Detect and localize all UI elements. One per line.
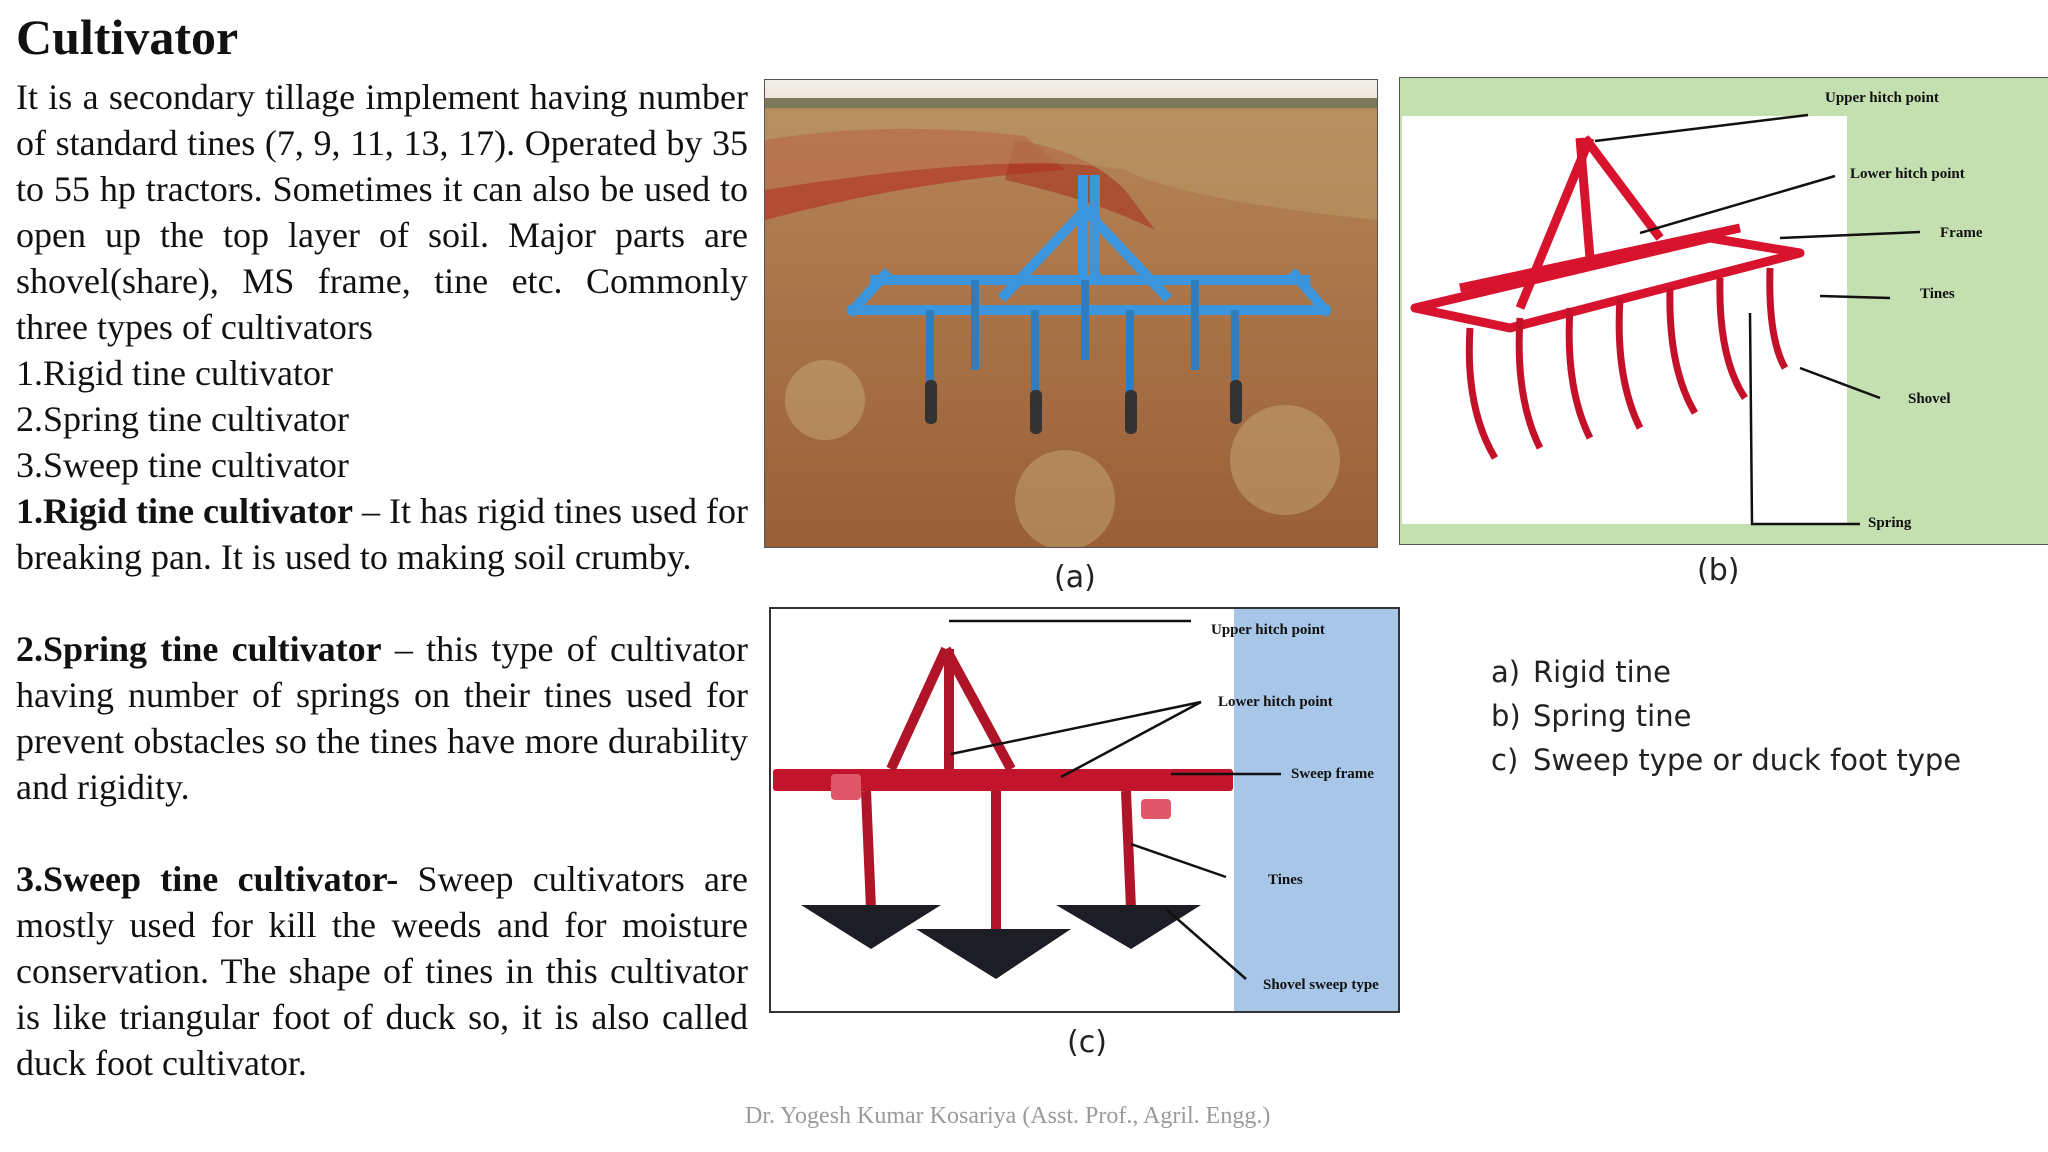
type-item-rigid: 1.Rigid tine cultivator (16, 353, 333, 393)
text-column: It is a secondary tillage implement havi… (16, 74, 748, 1086)
label-c-upper-hitch: Upper hitch point (1211, 622, 1325, 638)
label-b-shovel: Shovel (1908, 391, 1951, 407)
legend-item-c: c)Sweep type or duck foot type (1491, 743, 1962, 777)
label-c-tines: Tines (1268, 872, 1303, 888)
figure-b-caption: (b) (1697, 553, 1740, 588)
section-rigid-body: – It has rigid tines used for breaking p… (16, 491, 748, 577)
figure-legend: a)Rigid tine b)Spring tine c)Sweep type … (1491, 650, 1961, 782)
legend-item-b: b)Spring tine (1491, 699, 1692, 733)
section-rigid: 1.Rigid tine cultivator – It has rigid t… (16, 488, 748, 580)
label-b-lower-hitch: Lower hitch point (1850, 166, 1965, 182)
rigid-tine-cultivator-photo (764, 79, 1378, 548)
figure-a-caption: (a) (1054, 560, 1096, 595)
label-c-lower-hitch: Lower hitch point (1218, 694, 1333, 710)
label-c-sweep-frame: Sweep frame (1291, 766, 1374, 782)
label-b-spring: Spring (1868, 515, 1912, 531)
sweep-cultivator-diagram: Upper hitch point Lower hitch point Swee… (769, 607, 1400, 1013)
section-spring-body: – this type of cultivator having number … (16, 629, 749, 807)
label-c-shovel: Shovel sweep type (1263, 977, 1379, 993)
section-sweep: 3.Sweep tine cultivator- Sweep cultivato… (16, 856, 748, 1086)
spring-tine-cultivator-diagram: Upper hitch point Lower hitch point Fram… (1399, 77, 2048, 545)
type-item-spring: 2.Spring tine cultivator (16, 399, 349, 439)
section-spring-heading: 2.Spring tine cultivator (16, 629, 382, 669)
figure-c-caption: (c) (1067, 1025, 1107, 1060)
slide-footer: Dr. Yogesh Kumar Kosariya (Asst. Prof., … (745, 1103, 1271, 1129)
section-sweep-heading: 3.Sweep tine cultivator- (16, 859, 399, 899)
legend-item-a: a)Rigid tine (1491, 655, 1671, 689)
intro-paragraph: It is a secondary tillage implement havi… (16, 77, 748, 347)
slide-title: Cultivator (16, 9, 239, 65)
label-b-upper-hitch: Upper hitch point (1825, 90, 1939, 106)
label-b-tines: Tines (1920, 286, 1955, 302)
section-rigid-heading: 1.Rigid tine cultivator (16, 491, 353, 531)
section-sweep-body: Sweep cultivators are mostly used for ki… (16, 859, 748, 1083)
section-spring: 2.Spring tine cultivator – this type of … (16, 626, 748, 810)
label-b-frame: Frame (1940, 225, 1983, 241)
type-item-sweep: 3.Sweep tine cultivator (16, 445, 349, 485)
